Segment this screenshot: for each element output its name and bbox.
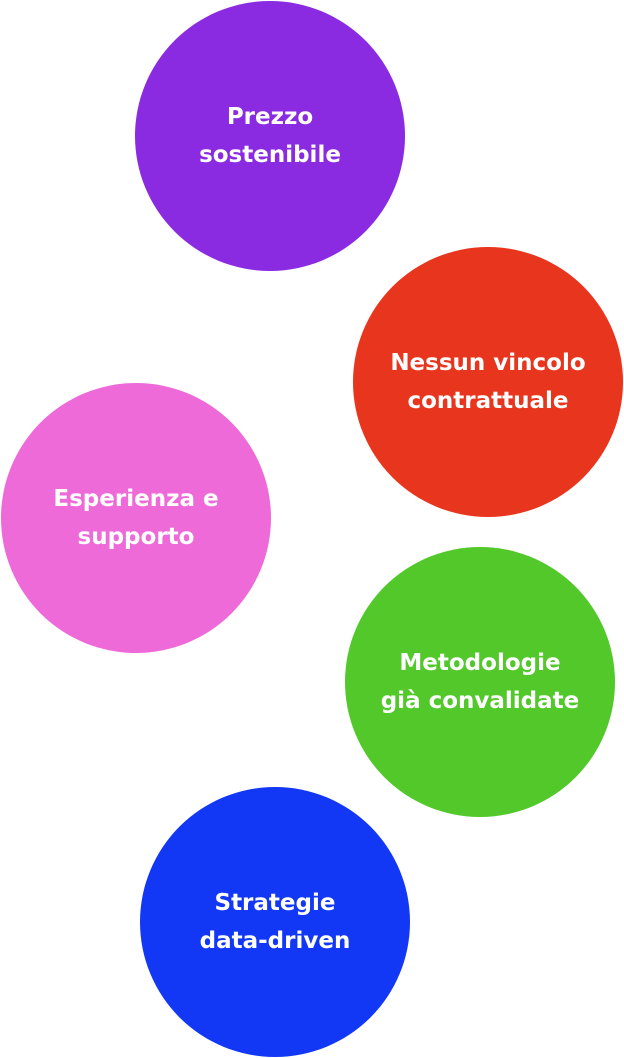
circle-nessun-vincolo: Nessun vincolo contrattuale [353, 247, 623, 517]
circle-label: Esperienza e supporto [53, 486, 219, 550]
circle-label: Strategie data-driven [199, 890, 351, 954]
circle-esperienza-supporto: Esperienza e supporto [1, 383, 271, 653]
circle-label: Nessun vincolo contrattuale [390, 350, 586, 414]
circle-prezzo-sostenibile: Prezzo sostenibile [135, 1, 405, 271]
circle-label: Metodologie già convalidate [380, 650, 580, 714]
circle-metodologie: Metodologie già convalidate [345, 547, 615, 817]
circle-label: Prezzo sostenibile [199, 104, 341, 168]
circle-strategie: Strategie data-driven [140, 787, 410, 1057]
